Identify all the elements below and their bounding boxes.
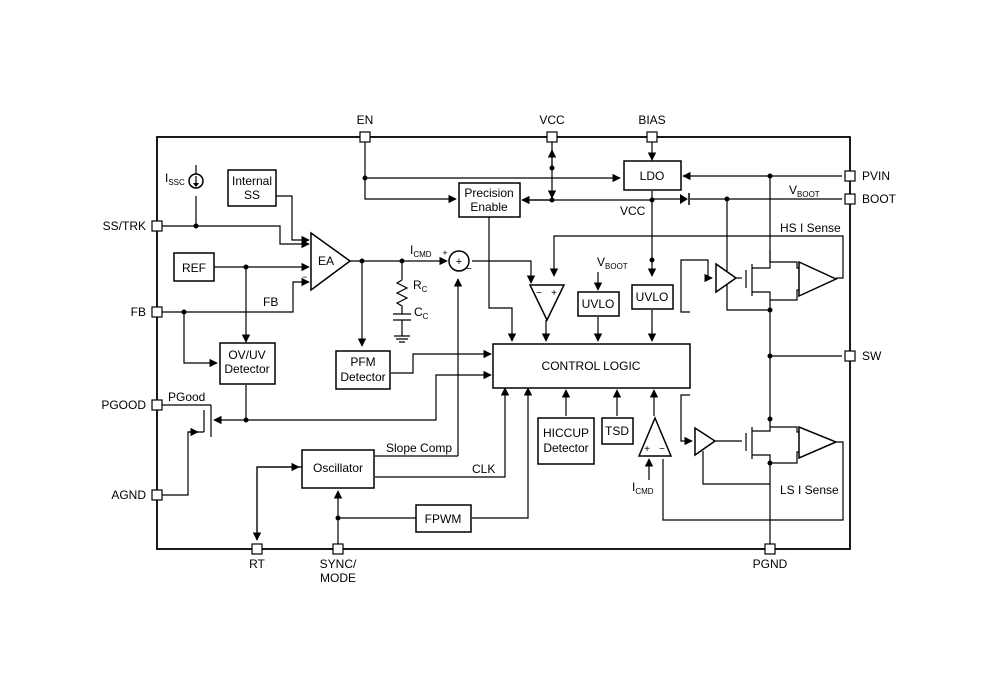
label-hs-sense: HS I Sense bbox=[780, 221, 841, 235]
label-pgood-internal: PGood bbox=[168, 390, 205, 404]
hiccup-label-1: HICCUP bbox=[543, 426, 589, 440]
oscillator-label: Oscillator bbox=[313, 461, 363, 475]
fpwm-label: FPWM bbox=[425, 512, 462, 526]
boot-diode bbox=[680, 194, 688, 204]
label-vboot-2: VBOOT bbox=[597, 255, 628, 271]
pfm-label-1: PFM bbox=[350, 355, 375, 369]
pin-label-boot: BOOT bbox=[862, 192, 897, 206]
uvlo-a-label: UVLO bbox=[582, 297, 615, 311]
ls-gate-driver bbox=[694, 426, 717, 457]
current-source-icon bbox=[188, 165, 204, 189]
pin-vcc bbox=[546, 131, 558, 143]
pin-pgnd bbox=[764, 543, 776, 555]
pin-squares bbox=[151, 131, 856, 555]
pin-agnd bbox=[151, 489, 163, 501]
pin-label-en: EN bbox=[357, 113, 374, 127]
pin-en bbox=[359, 131, 371, 143]
internal-ss-label-1: Internal bbox=[232, 174, 272, 188]
pin-bias bbox=[646, 131, 658, 143]
ovuv-label-2: Detector bbox=[224, 362, 269, 376]
hiccup-label-2: Detector bbox=[543, 441, 588, 455]
label-vcc-internal: VCC bbox=[620, 204, 646, 218]
sum-plus: + bbox=[442, 248, 447, 258]
pin-label-pgnd: PGND bbox=[753, 557, 788, 571]
wires bbox=[162, 140, 844, 545]
label-icmd-2: ICMD bbox=[632, 480, 654, 496]
chip-outline bbox=[156, 136, 851, 550]
precision-enable-label-2: Enable bbox=[470, 200, 508, 214]
block-oscillator: Oscillator bbox=[301, 449, 375, 489]
label-vboot: VBOOT bbox=[789, 183, 820, 199]
ls-sense-amp bbox=[798, 425, 838, 460]
block-control-logic: CONTROL LOGIC bbox=[492, 343, 691, 389]
cmp-plus: + bbox=[551, 288, 557, 299]
ea-label: EA bbox=[318, 254, 334, 268]
pin-sync-mode bbox=[332, 543, 344, 555]
pwm-comparator: − + bbox=[528, 284, 566, 322]
block-ea: EA bbox=[310, 231, 352, 292]
precision-enable-label-1: Precision bbox=[464, 186, 513, 200]
pin-label-agnd: AGND bbox=[111, 488, 146, 502]
pin-label-fb: FB bbox=[131, 305, 146, 319]
pin-label-ss-trk: SS/TRK bbox=[103, 219, 146, 233]
control-logic-label: CONTROL LOGIC bbox=[542, 359, 641, 373]
pfm-label-2: Detector bbox=[340, 370, 385, 384]
uvlo-b-label: UVLO bbox=[636, 290, 669, 304]
pin-ss-trk bbox=[151, 220, 163, 232]
block-uvlo-a: UVLO bbox=[577, 291, 620, 317]
hs-gate-driver bbox=[715, 262, 738, 294]
hs-sense-amp bbox=[798, 260, 838, 298]
label-cc: CC bbox=[414, 305, 429, 321]
pin-pvin bbox=[844, 170, 856, 182]
current-limit-comparator: + − bbox=[637, 416, 673, 457]
cmp-minus: − bbox=[536, 288, 542, 299]
pin-label-rt: RT bbox=[249, 557, 265, 571]
label-fb-internal: FB bbox=[263, 295, 278, 309]
pin-fb bbox=[151, 306, 163, 318]
label-clk: CLK bbox=[472, 462, 495, 476]
block-ovuv-detector: OV/UV Detector bbox=[219, 342, 276, 385]
block-hiccup-detector: HICCUP Detector bbox=[537, 417, 595, 465]
cmp2-minus: − bbox=[659, 444, 665, 455]
block-ref: REF bbox=[173, 252, 215, 282]
label-rc: RC bbox=[413, 278, 428, 294]
pin-label-vcc: VCC bbox=[539, 113, 565, 127]
pin-label-sw: SW bbox=[862, 349, 882, 363]
label-slope-comp: Slope Comp bbox=[386, 441, 452, 455]
pin-label-pvin: PVIN bbox=[862, 169, 890, 183]
pin-label-pgood: PGOOD bbox=[101, 398, 146, 412]
block-pfm-detector: PFM Detector bbox=[335, 350, 391, 390]
block-uvlo-b: UVLO bbox=[631, 284, 674, 310]
ea-plus: + bbox=[302, 239, 307, 249]
pin-sw bbox=[844, 350, 856, 362]
block-fpwm: FPWM bbox=[415, 504, 472, 533]
sum-minus: − bbox=[466, 264, 472, 275]
pin-boot bbox=[844, 193, 856, 205]
summing-node: + + − bbox=[442, 248, 472, 275]
ref-label: REF bbox=[182, 261, 206, 275]
internal-ss-label-2: SS bbox=[244, 188, 260, 202]
block-ldo: LDO bbox=[623, 160, 682, 191]
junction-dots bbox=[181, 165, 773, 521]
capacitor-icon bbox=[393, 313, 411, 321]
pin-pgood bbox=[151, 399, 163, 411]
pin-rt bbox=[251, 543, 263, 555]
block-precision-enable: Precision Enable bbox=[458, 182, 521, 218]
sum-plus-inner: + bbox=[456, 256, 462, 268]
ovuv-label-1: OV/UV bbox=[228, 348, 265, 362]
block-tsd: TSD bbox=[601, 417, 634, 445]
pin-label-bias: BIAS bbox=[638, 113, 665, 127]
ea-minus: − bbox=[302, 272, 307, 282]
pin-label-sync-2: MODE bbox=[320, 571, 356, 585]
label-issc: ISSC bbox=[165, 171, 185, 187]
cmp2-plus: + bbox=[644, 444, 650, 455]
block-internal-ss: Internal SS bbox=[227, 169, 277, 207]
label-ls-sense: LS I Sense bbox=[780, 483, 839, 497]
tsd-label: TSD bbox=[605, 424, 629, 438]
label-icmd: ICMD bbox=[410, 243, 432, 259]
ldo-label: LDO bbox=[640, 169, 665, 183]
pin-label-sync-1: SYNC/ bbox=[320, 557, 357, 571]
